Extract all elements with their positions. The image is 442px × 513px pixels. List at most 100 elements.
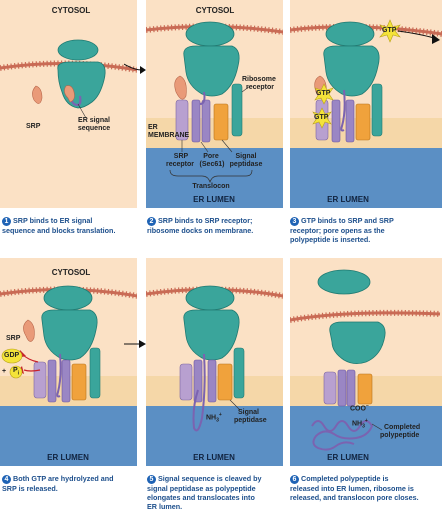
signal-peptidase [71, 363, 87, 401]
ribosome-receptor [231, 83, 243, 137]
nascent-polypeptide [56, 353, 62, 398]
ribosome-receptor-label-1: Ribosome [242, 76, 276, 83]
ribosome-large-subunit [323, 45, 380, 97]
gtp-free-burst [379, 19, 401, 43]
ribosome-receptor [371, 83, 383, 137]
gtp-free-label: GTP [382, 27, 397, 34]
signal-peptidase-label-2: peptidase [229, 161, 263, 168]
step-number-3: 3 [290, 217, 299, 226]
ribosome-small-subunit [43, 285, 93, 311]
pore-sec61-right [346, 369, 356, 407]
er-lumen-label: ER LUMEN [327, 195, 369, 204]
ribosome-small-subunit [185, 21, 235, 47]
panel-2-art [146, 0, 283, 208]
panel-1: CYTOSOL SRP ER signal sequence [0, 0, 137, 208]
srp-receptor [179, 363, 193, 401]
cytosol-label: CYTOSOL [195, 6, 235, 15]
coo-label: COO− [350, 403, 369, 413]
elongating-polypeptide [192, 353, 206, 432]
signal-peptidase-label-1: Signal [238, 409, 260, 416]
srp-released [23, 319, 35, 342]
pore-sec61-left [193, 359, 203, 403]
nh3-label: NH3+ [352, 418, 368, 430]
er-lumen-region [146, 148, 283, 208]
srp-label: SRP [26, 123, 41, 130]
step-number-6: 6 [290, 475, 299, 484]
ribosome-receptor [233, 347, 245, 399]
nh3-label: NH3+ [206, 412, 222, 424]
signal-peptidase-label-1: Signal [235, 153, 257, 160]
mrna-ticks [290, 309, 441, 323]
pore-sec61-right [61, 359, 71, 403]
ribosome-large-subunit [183, 309, 240, 361]
cytosol-label: CYTOSOL [51, 268, 91, 277]
ribosome-small-subunit [185, 285, 235, 311]
gtp-bound-label-2: GTP [314, 114, 329, 121]
ribosome-small-subunit [57, 39, 99, 61]
release-arrow-pi [23, 369, 41, 372]
er-signal-pointer [77, 103, 87, 119]
nascent-polypeptide [340, 89, 346, 132]
gtp-arrow [397, 30, 435, 39]
arrow-1-2 [124, 63, 146, 74]
translocon-bracket [169, 169, 253, 184]
panel-2: CYTOSOL Ribosome receptor ER MEMBRANE SR… [146, 0, 283, 208]
mrna-ticks [146, 23, 283, 35]
er-lumen-label: ER LUMEN [327, 453, 369, 462]
signal-peptidase [355, 103, 371, 141]
pi-label: Pi [13, 367, 20, 377]
srp-receptor-label-2: receptor [165, 161, 194, 168]
gtp-bound-burst-1 [314, 83, 334, 105]
panel-1-art [0, 0, 137, 208]
pore-sec61-left [337, 369, 347, 407]
pore-sec61-right [201, 99, 211, 143]
srp-receptor-label-1: SRP [173, 153, 189, 160]
panel-3-art [290, 0, 442, 208]
srp-receptor [323, 371, 337, 405]
gdp-bubble [1, 348, 23, 364]
panel-6-art [290, 258, 442, 466]
arrow-4-5 [124, 340, 146, 348]
srp-label: SRP [6, 335, 21, 342]
srp-bound [64, 85, 75, 103]
gtp-bound-burst-2 [312, 107, 332, 129]
step-number-4: 4 [2, 475, 11, 484]
step-number-1: 1 [2, 217, 11, 226]
plus-label: + [2, 368, 7, 375]
er-lumen-region [290, 148, 442, 208]
panel-5-art [146, 258, 283, 466]
signal-peptidase [357, 373, 373, 405]
gtp-bound-label-1: GTP [316, 90, 331, 97]
panel-4: CYTOSOL SRP GDP + Pi ER LUMEN [0, 258, 137, 466]
signal-peptidase-label-2: peptidase [234, 417, 267, 424]
er-lumen-region [0, 406, 137, 466]
ribosome-receptor [89, 347, 101, 399]
pore-sec61-right [345, 99, 355, 143]
srp-receptor [33, 361, 47, 399]
er-membrane-label-1: ER [148, 124, 158, 131]
pi-bubble [9, 365, 23, 379]
pore-label-2: (Sec61) [199, 161, 225, 168]
er-lumen-label: ER LUMEN [193, 195, 235, 204]
panel-3: GTP GTP GTP ER LUMEN [290, 0, 442, 208]
ribosome-large-subunit-released [329, 321, 386, 364]
completed-label-2: polypeptide [380, 432, 420, 439]
panel-4-art [0, 258, 137, 466]
completed-polypeptide [311, 420, 374, 451]
nascent-polypeptide [199, 91, 206, 105]
step-number-5: 5 [147, 475, 156, 484]
ribosome-small-subunit [325, 21, 375, 47]
pore-label-1: Pore [203, 153, 219, 160]
pore-sec61-right [207, 359, 217, 403]
signal-peptidase [217, 363, 233, 401]
ribosome-large-subunit [41, 309, 98, 361]
er-membrane-label-2: MEMBRANE [148, 132, 190, 139]
er-signal-label-2: sequence [77, 125, 111, 132]
srp-bound [174, 75, 187, 100]
er-lumen-label: ER LUMEN [193, 453, 235, 462]
